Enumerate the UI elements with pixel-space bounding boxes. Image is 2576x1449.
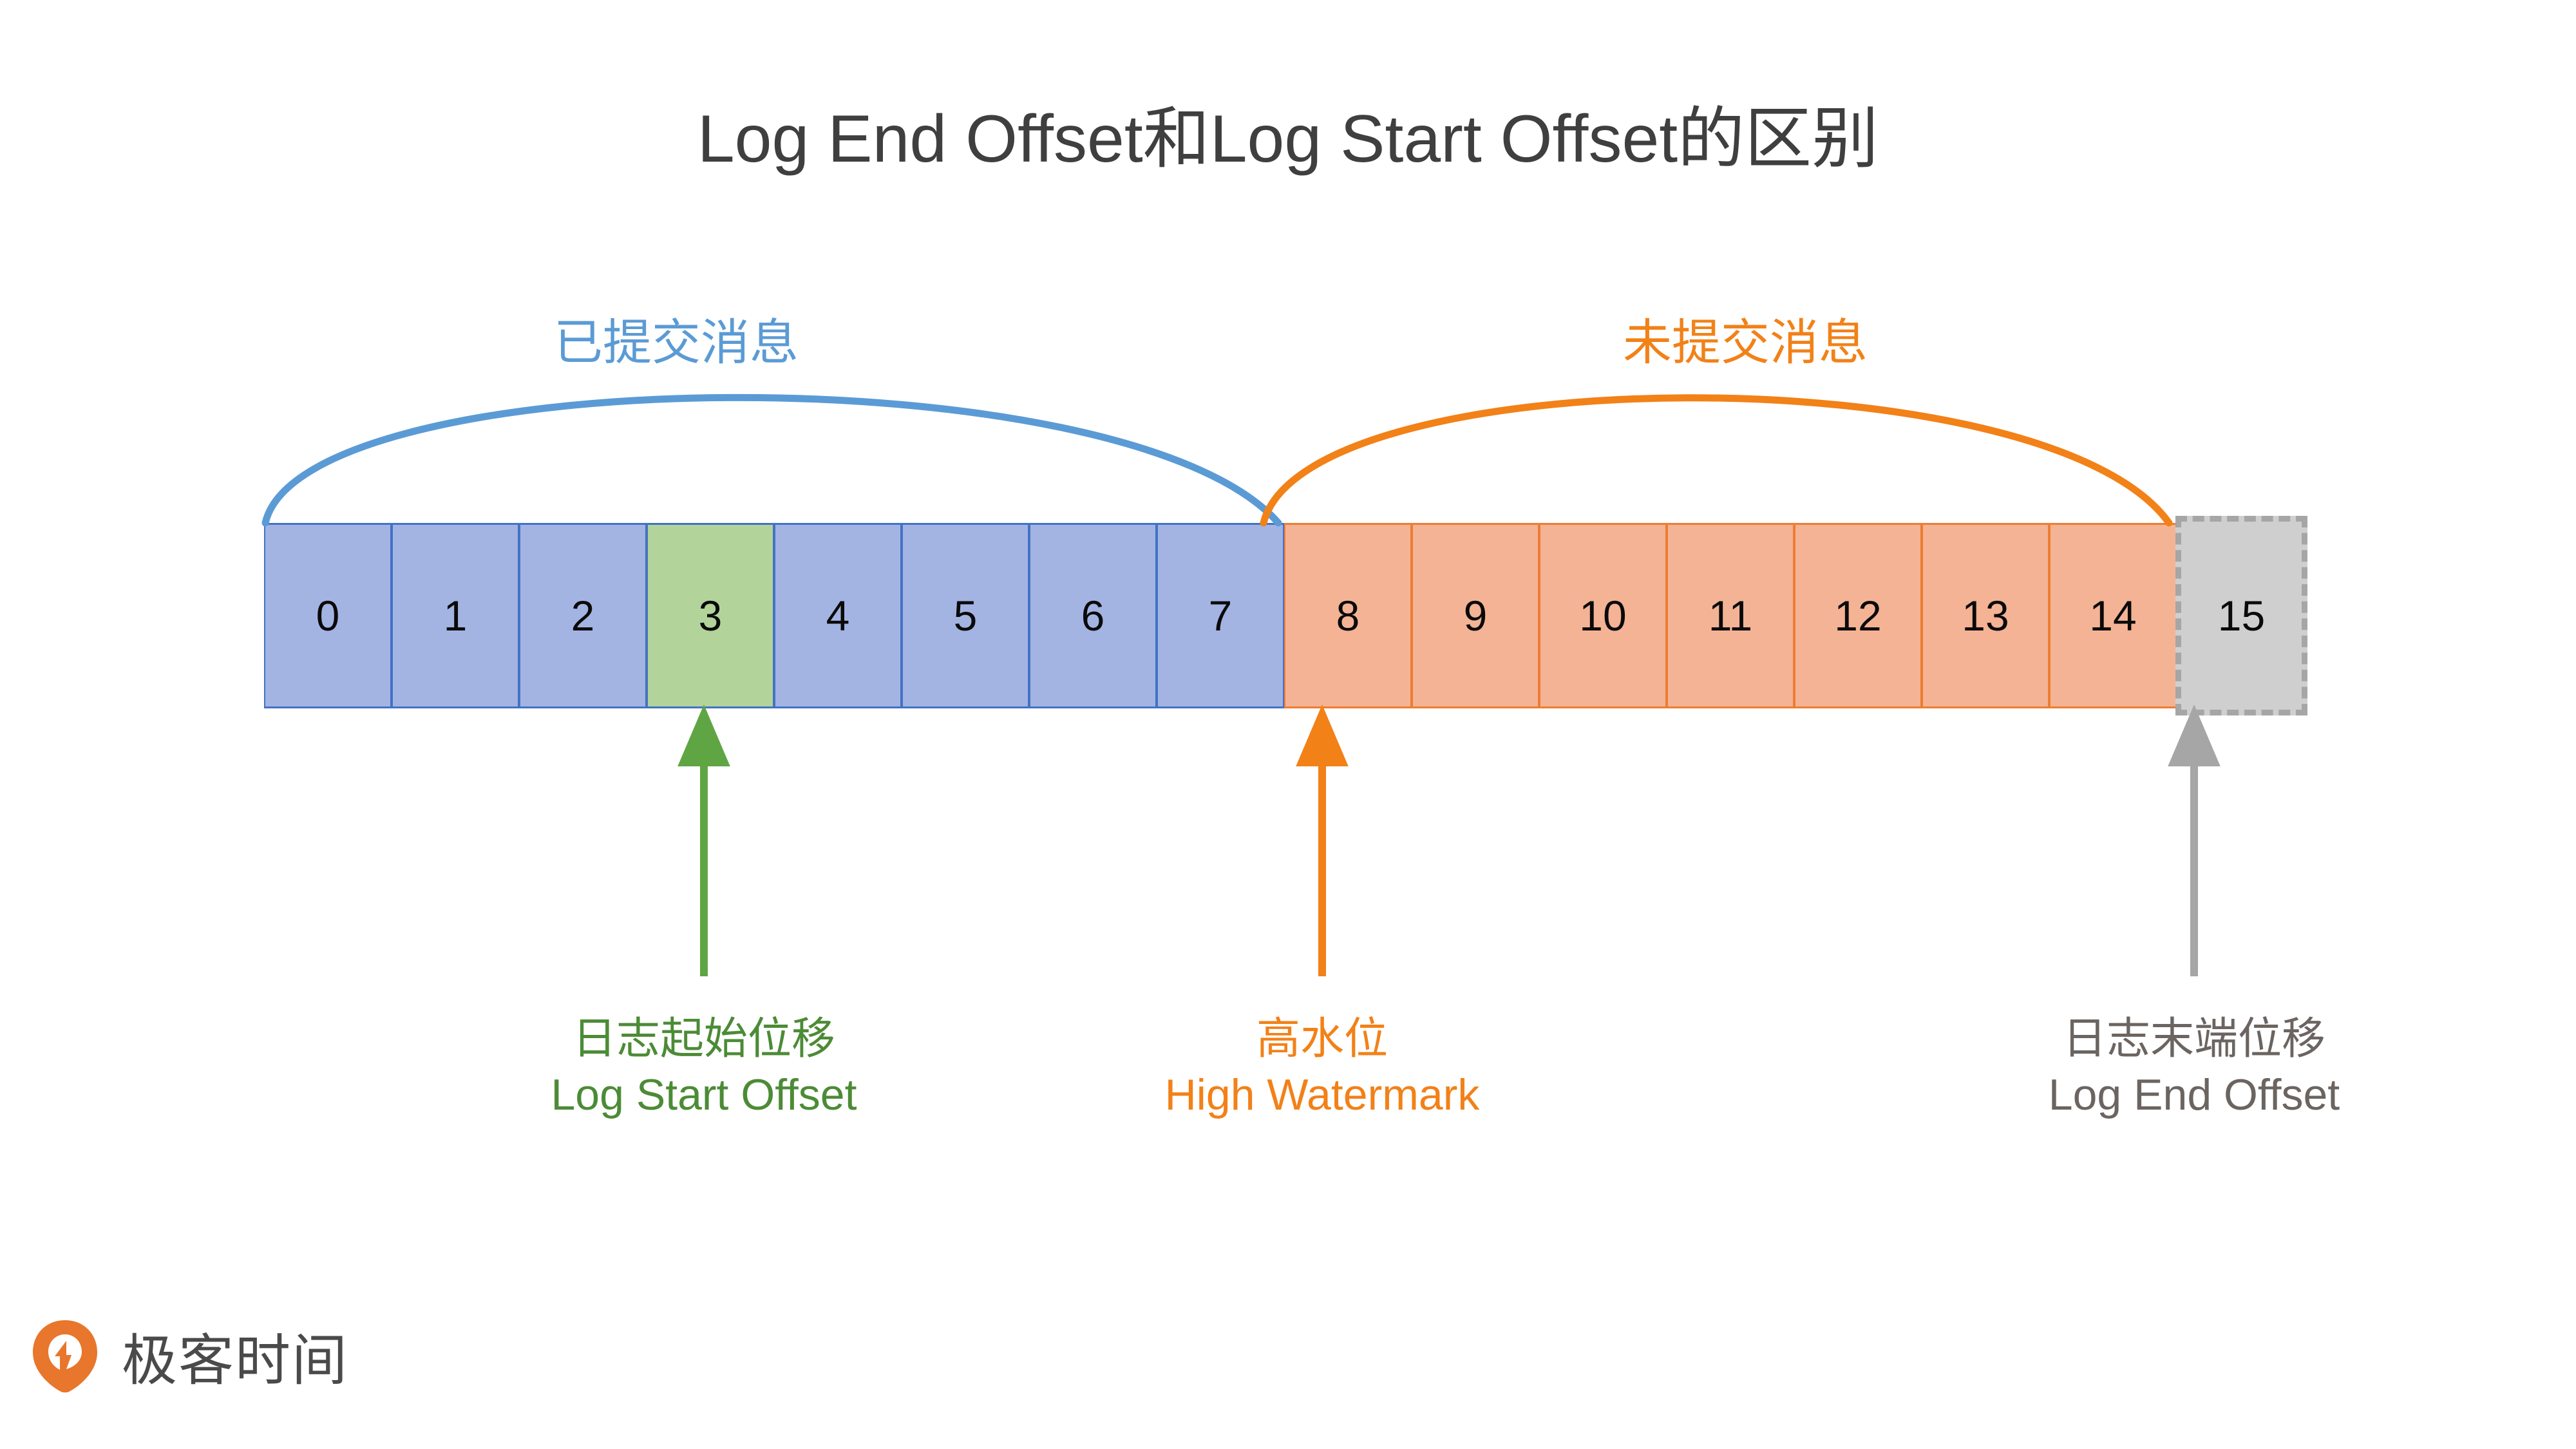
offset-cell: 9 bbox=[1412, 523, 1539, 708]
uncommitted-messages-label: 未提交消息 bbox=[1623, 316, 1868, 370]
offset-cell: 10 bbox=[1539, 523, 1667, 708]
page-title: Log End Offset和Log Start Offset的区别 bbox=[697, 102, 1879, 176]
offset-cell: 12 bbox=[1794, 523, 1922, 708]
offset-cell: 4 bbox=[774, 523, 902, 708]
offset-cell: 6 bbox=[1029, 523, 1157, 708]
legend-hw-en: High Watermark bbox=[1164, 1070, 1480, 1120]
legend-hw-cn: 高水位 bbox=[1256, 1014, 1388, 1063]
legend-leo-en: Log End Offset bbox=[2048, 1070, 2340, 1120]
committed-arc bbox=[261, 393, 1282, 527]
brand-logo: 极客时间 bbox=[29, 1315, 348, 1396]
offset-cell: 11 bbox=[1667, 523, 1794, 708]
offset-cell: 2 bbox=[519, 523, 647, 708]
geekbang-mark-icon bbox=[29, 1318, 101, 1394]
offset-cell: 13 bbox=[1922, 523, 2049, 708]
brand-name: 极客时间 bbox=[122, 1330, 348, 1392]
offset-cell: 0 bbox=[264, 523, 392, 708]
legend-lso-en: Log Start Offset bbox=[551, 1070, 857, 1120]
offset-cell: 14 bbox=[2049, 523, 2177, 708]
legend-leo-cn: 日志末端位移 bbox=[2062, 1014, 2325, 1063]
offset-cell: 7 bbox=[1157, 523, 1284, 708]
legend-log-start-offset: 日志起始位移 Log Start Offset bbox=[253, 1011, 1155, 1123]
offset-cell: 8 bbox=[1284, 523, 1412, 708]
offset-cell: 1 bbox=[392, 523, 519, 708]
legend-high-watermark: 高水位 High Watermark bbox=[871, 1011, 1773, 1123]
legend-lso-cn: 日志起始位移 bbox=[572, 1014, 835, 1063]
committed-messages-label: 已提交消息 bbox=[554, 316, 799, 370]
offset-cell: 15 bbox=[2175, 516, 2307, 715]
legend-log-end-offset: 日志末端位移 Log End Offset bbox=[1743, 1011, 2576, 1123]
offset-cell: 3 bbox=[647, 523, 774, 708]
offset-cell: 5 bbox=[902, 523, 1029, 708]
uncommitted-arc bbox=[1260, 394, 2173, 527]
